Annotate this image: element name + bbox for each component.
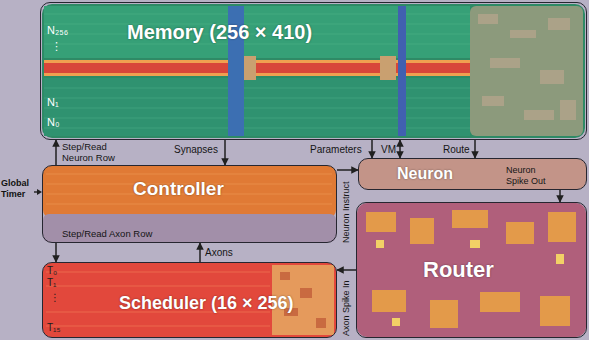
signal-label: Neuron Instruct bbox=[341, 181, 352, 243]
slot-label: T₁ bbox=[47, 277, 56, 289]
row-ellipsis: ⋮ bbox=[51, 40, 62, 52]
signal-arrow bbox=[224, 140, 226, 165]
scheduler-block: Scheduler (16 × 256) bbox=[42, 262, 337, 338]
signal-arrow bbox=[55, 140, 57, 165]
router-title: Router bbox=[423, 257, 494, 283]
signal-arrow bbox=[337, 269, 356, 271]
neuron-block: Neuron bbox=[358, 158, 587, 190]
row-label: N₂₅₆ bbox=[47, 24, 68, 36]
signal-label: Step/Read Axon Row bbox=[62, 228, 152, 239]
slot-label: T₁₅ bbox=[47, 322, 61, 334]
signal-label: VM bbox=[381, 144, 396, 155]
row-label: N₁ bbox=[47, 96, 59, 108]
scheduler-title: Scheduler (16 × 256) bbox=[119, 293, 294, 314]
signal-arrow bbox=[55, 243, 57, 262]
slot-ellipsis: ⋮ bbox=[50, 292, 60, 304]
memory-block: Memory (256 × 410) bbox=[40, 2, 587, 140]
signal-arrow bbox=[399, 140, 401, 158]
signal-label: Route bbox=[443, 144, 470, 155]
signal-arrow bbox=[559, 190, 561, 202]
timer-label: Global Timer bbox=[1, 178, 35, 200]
router-block: Router bbox=[356, 202, 587, 338]
row-label: N₀ bbox=[47, 116, 60, 128]
controller-title: Controller bbox=[133, 178, 224, 200]
signal-label: Axons bbox=[205, 247, 233, 258]
memory-title: Memory (256 × 410) bbox=[127, 21, 312, 44]
signal-arrow bbox=[337, 169, 358, 171]
signal-label: Neuron Spike Out bbox=[506, 165, 556, 187]
signal-label: Step/Read Neuron Row bbox=[62, 141, 124, 163]
signal-label: Parameters bbox=[310, 144, 362, 155]
signal-label: Axon Spike In bbox=[341, 280, 352, 336]
signal-label: Synapses bbox=[174, 144, 218, 155]
signal-arrow bbox=[371, 140, 373, 158]
signal-arrow bbox=[474, 140, 476, 158]
neuron-title: Neuron bbox=[397, 165, 453, 183]
signal-arrow bbox=[199, 243, 201, 262]
slot-label: T₀ bbox=[47, 265, 57, 277]
